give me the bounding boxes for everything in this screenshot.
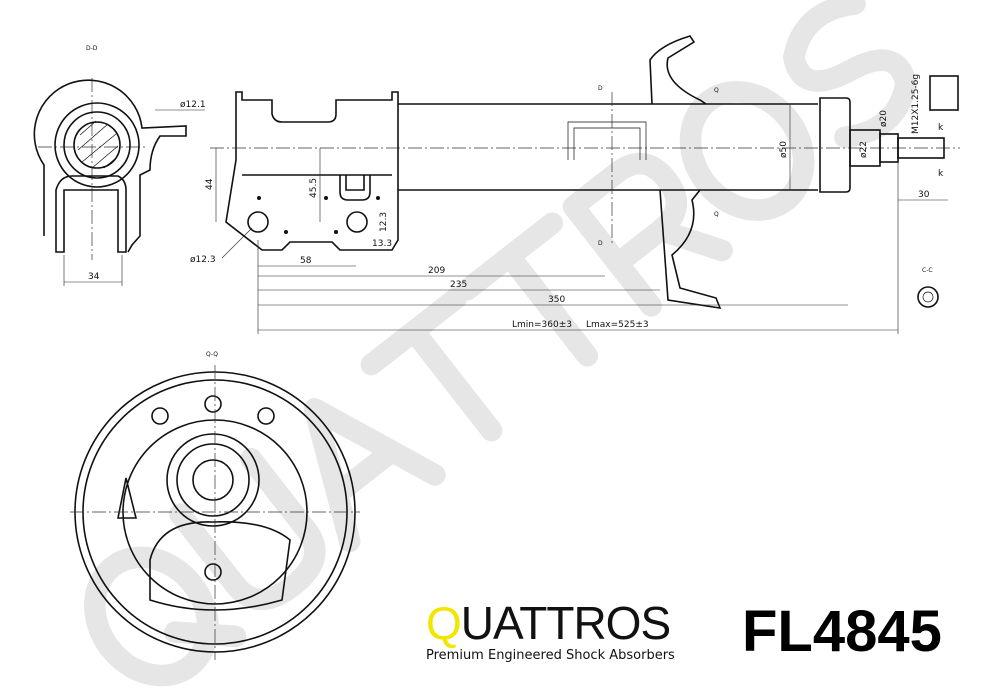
brand-tagline: Premium Engineered Shock Absorbers (426, 648, 675, 663)
view-label-qq: Q-Q (206, 351, 218, 358)
brand-name: QUATTROS (426, 600, 675, 646)
section-view-dd: D-D 34 ø12.1 (33, 45, 206, 286)
section-mark-q-bottom: Q (714, 211, 719, 218)
section-view-qq: Q-Q (70, 351, 360, 660)
dim-lmax: Lmax=525±3 (586, 320, 649, 330)
dim-209: 209 (428, 266, 445, 276)
dim-58: 58 (300, 256, 312, 266)
dim-34: 34 (88, 272, 100, 282)
dim-d22: ø22 (859, 141, 869, 158)
dim-44: 44 (205, 178, 215, 190)
dim-d50: ø50 (779, 141, 789, 158)
dim-d12-3: ø12.3 (190, 255, 216, 265)
dim-235: 235 (450, 280, 467, 290)
section-mark-k-top: k (938, 123, 944, 133)
brand-q-letter: Q (426, 597, 462, 649)
brand-rest: UATTROS (460, 597, 671, 649)
dim-45-5: 45.5 (309, 178, 319, 198)
section-mark-d-bottom: D (598, 240, 603, 247)
dim-d12-1: ø12.1 (180, 100, 206, 110)
dim-13-3: 13.3 (372, 239, 392, 249)
view-label-cc: C-C (922, 267, 933, 274)
watermark-picture (84, 0, 917, 687)
part-number: FL4845 (742, 599, 942, 664)
dim-lmin: Lmin=360±3 (512, 320, 572, 330)
strut-body: D D Q Q ø50 ø22 ø20 M12X1.25-6g k k 30 C… (210, 35, 960, 310)
section-mark-d-top: D (598, 85, 603, 92)
dim-12-3: 12.3 (379, 212, 389, 232)
strut-bracket: 44 45.5 12.3 13.3 ø12.3 58 (190, 91, 399, 267)
dim-350: 350 (548, 295, 565, 305)
length-dimensions: 209 235 350 Lmin=360±3 Lmax=525±3 (257, 160, 899, 334)
section-mark-k-bottom: k (938, 169, 944, 179)
section-mark-q-top: Q (714, 87, 719, 94)
view-label-dd: D-D (86, 45, 98, 52)
dim-thread: M12X1.25-6g (911, 74, 921, 134)
brand-logo: QUATTROS Premium Engineered Shock Absorb… (426, 600, 675, 664)
dim-d20: ø20 (879, 110, 889, 127)
dim-30: 30 (918, 190, 930, 200)
